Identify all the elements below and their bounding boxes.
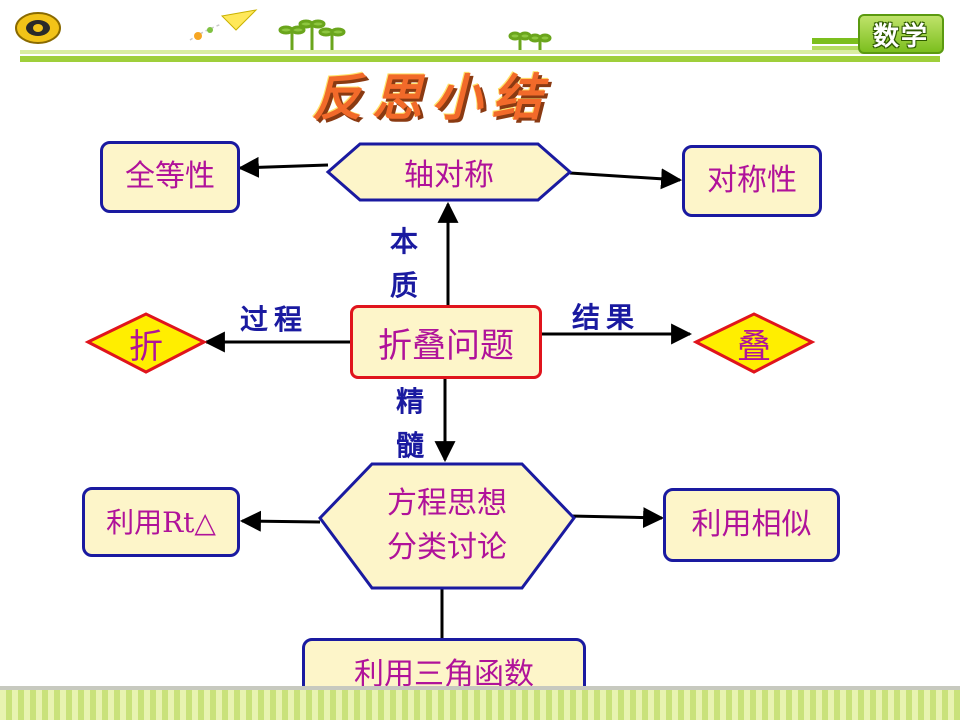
edge-top-to-left (237, 156, 329, 178)
node-right-label: 叠 (737, 326, 771, 367)
edge-label-core-1: 精 (395, 385, 424, 418)
node-left-label: 折 (129, 326, 163, 367)
edge-label-essence-2: 质 (389, 269, 418, 302)
node-top-left: 全等性 (100, 141, 240, 213)
node-bottom-shape (318, 462, 576, 590)
footer-line (0, 686, 960, 690)
node-bottom-line1: 方程思想 (387, 486, 507, 521)
edge-label-essence: 本 质 (386, 220, 422, 308)
node-bottom-label: 方程思想 分类讨论 (340, 470, 554, 582)
node-top-right: 对称性 (682, 145, 822, 217)
publisher-logo-icon (15, 12, 61, 44)
node-left-diamond (84, 312, 208, 374)
node-bottom-line2: 分类讨论 (387, 530, 507, 565)
edge-label-core: 精 髓 (392, 380, 428, 468)
footer-decoration (0, 690, 960, 720)
edge-label-essence-1: 本 (389, 225, 418, 258)
edge-bottom-to-right (569, 507, 665, 529)
edge-top-to-right (569, 168, 683, 190)
edge-bottom-to-left (239, 510, 321, 532)
header-decoration (20, 9, 940, 62)
node-bottom-left: 利用Rt△ (82, 487, 240, 557)
slide-title: 反思小结 (312, 68, 552, 127)
node-center: 折叠问题 (350, 305, 542, 379)
edge-label-result: 结果 (572, 301, 641, 334)
edge-label-core-2: 髓 (395, 429, 424, 462)
node-top-label: 轴对称 (404, 158, 494, 193)
node-bottom-right: 利用相似 (663, 488, 840, 562)
subject-badge: 数学 (858, 14, 944, 54)
node-right-diamond (692, 312, 816, 374)
edge-label-process: 过程 (240, 303, 309, 336)
node-top-shape (325, 142, 573, 202)
